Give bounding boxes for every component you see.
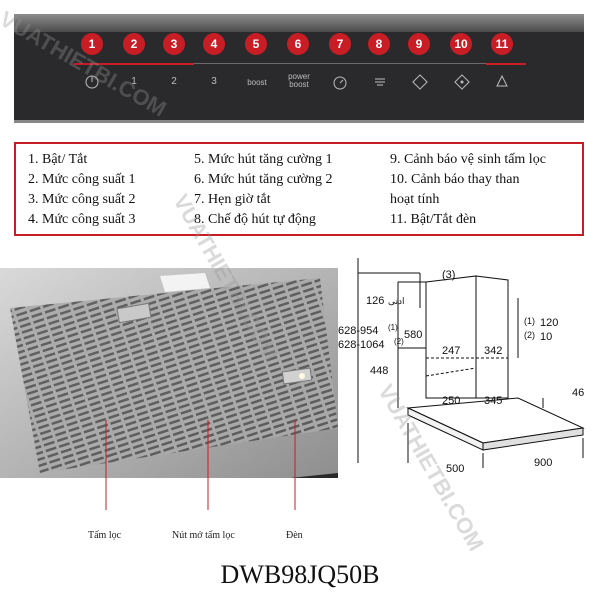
hood-underside-photo: [0, 268, 338, 478]
caption-light: Đèn: [286, 530, 303, 541]
timer-icon[interactable]: [332, 74, 348, 90]
callout-9: 9: [408, 33, 430, 55]
dim-note-2: (2): [394, 337, 404, 346]
callout-1: 1: [81, 33, 103, 55]
callout-8: 8: [368, 33, 390, 55]
legend-item-5: 5. Mức hút tăng cường 1: [194, 152, 333, 167]
legend-item-4: 4. Mức công suất 3: [28, 212, 136, 227]
power-boost-button[interactable]: power boost: [288, 72, 310, 89]
charcoal-filter-icon[interactable]: [454, 74, 470, 90]
caption-filter-release: Nút mở tấm lọc: [172, 530, 235, 541]
dim-345: 345: [484, 395, 502, 407]
dim-min-unit: ادنی: [388, 296, 405, 306]
dim-580: 580: [404, 329, 422, 341]
legend-item-10: 10. Cảnh báo thay than: [390, 172, 520, 187]
dim-628-1064: 628-1064: [338, 339, 385, 351]
caption-filter: Tấm lọc: [88, 530, 122, 541]
dim-250: 250: [442, 395, 460, 407]
legend-item-9: 9. Cảnh báo vệ sinh tấm lọc: [390, 152, 546, 167]
dim-10: 10: [540, 331, 552, 343]
dimension-drawing: (3) 126 ادنی 628-954 (1) 628-1064 (2) 58…: [338, 258, 585, 475]
callout-11: 11: [491, 33, 513, 55]
dim-247: 247: [442, 345, 460, 357]
legend-item-6: 6. Mức hút tăng cường 2: [194, 172, 333, 187]
dim-900: 900: [534, 457, 552, 469]
auto-mode-icon[interactable]: [372, 74, 388, 90]
legend-item-7: 7. Hẹn giờ tắt: [194, 192, 271, 207]
level-3-button[interactable]: 3: [211, 76, 217, 87]
dim-500: 500: [446, 463, 464, 475]
dim-note-1: (1): [388, 323, 398, 332]
callout-4: 4: [203, 33, 225, 55]
model-number: DWB98JQ50B: [220, 560, 380, 589]
level-1-button[interactable]: 1: [131, 76, 137, 87]
callout-3: 3: [163, 33, 185, 55]
callout-2: 2: [123, 33, 145, 55]
callout-7: 7: [329, 33, 351, 55]
legend-item-3: 3. Mức công suất 2: [28, 192, 136, 207]
legend-item-10-cont: hoạt tính: [390, 192, 440, 207]
highlight-line-left: [74, 63, 194, 65]
panel-steel-strip: [14, 14, 584, 32]
function-legend: 1. Bật/ Tắt 2. Mức công suất 1 3. Mức cô…: [14, 142, 584, 236]
legend-item-2: 2. Mức công suất 1: [28, 172, 136, 187]
light-icon[interactable]: [494, 74, 510, 90]
level-2-button[interactable]: 2: [171, 76, 177, 87]
dim-note-10: (2): [524, 330, 535, 340]
dim-628-954: 628-954: [338, 325, 378, 337]
hood-control-panel: 1 2 3 4 5 6 7 8 9 10 11 1 2 3 boost powe…: [14, 14, 584, 123]
panel-divider-line: [194, 63, 494, 64]
legend-item-1: 1. Bật/ Tắt: [28, 152, 88, 167]
callout-6: 6: [287, 33, 309, 55]
callout-10: 10: [450, 33, 472, 55]
dim-note-120: (1): [524, 316, 535, 326]
legend-item-8: 8. Chế độ hút tự động: [194, 212, 316, 227]
caption-leaders: [105, 420, 296, 510]
dim-note-3: (3): [442, 269, 455, 281]
dim-120: 120: [540, 317, 558, 329]
legend-item-11: 11. Bật/Tắt đèn: [390, 212, 477, 227]
dim-46: 46: [572, 387, 584, 399]
grease-filter-icon[interactable]: [412, 74, 428, 90]
highlight-line-right: [486, 63, 526, 65]
callout-5: 5: [245, 33, 267, 55]
dim-448: 448: [370, 365, 388, 377]
boost-button[interactable]: boost: [247, 78, 267, 87]
power-icon[interactable]: [84, 74, 100, 90]
dim-342: 342: [484, 345, 502, 357]
dim-126: 126: [366, 295, 384, 307]
